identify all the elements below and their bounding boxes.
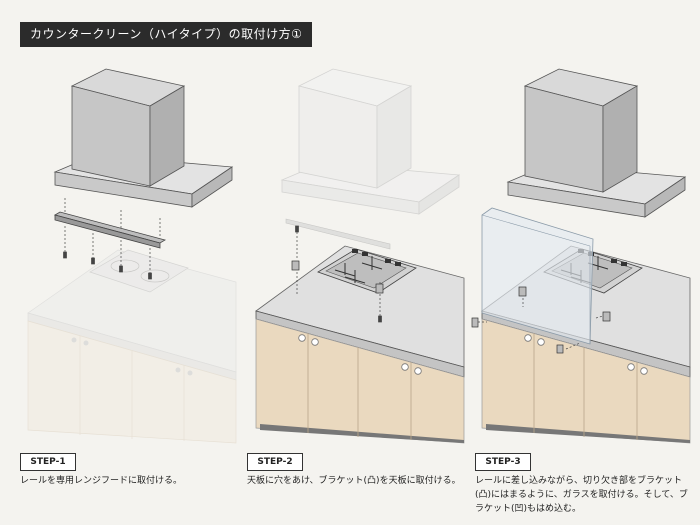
step1-label: STEP-1 — [20, 453, 76, 471]
step2-label: STEP-2 — [247, 453, 303, 471]
step2-illustration — [255, 68, 465, 444]
step1-counter — [27, 249, 237, 444]
step3-glass-panel — [481, 207, 594, 345]
step3-range-hood — [506, 68, 687, 218]
step3-description: レールに差し込みながら、切り欠き部をブラケット(凸)にはまるように、ガラスを取付… — [475, 476, 688, 514]
page-title: カウンタークリーン（ハイタイプ）の取付け方① — [20, 22, 313, 47]
step2-brackets — [291, 225, 384, 323]
step2-hood-faded — [280, 68, 461, 215]
step3-illustration — [471, 68, 691, 444]
step3-label: STEP-3 — [475, 453, 531, 471]
step3-brackets — [471, 286, 611, 354]
step3-cabinets — [481, 318, 691, 444]
step1-screws — [63, 198, 161, 280]
step1-rail — [53, 211, 167, 249]
step1-description: レールを専用レンジフードに取付ける。 — [20, 476, 183, 486]
step1-range-hood — [53, 68, 234, 208]
step2-cabinets — [255, 318, 465, 444]
step2-cooktop — [317, 248, 417, 294]
step2-rail-faded — [285, 218, 391, 250]
installation-illustration — [27, 68, 691, 444]
step1-illustration — [27, 68, 237, 444]
step2-description: 天板に穴をあけ、ブラケット(凸)を天板に取付ける。 — [247, 476, 461, 486]
